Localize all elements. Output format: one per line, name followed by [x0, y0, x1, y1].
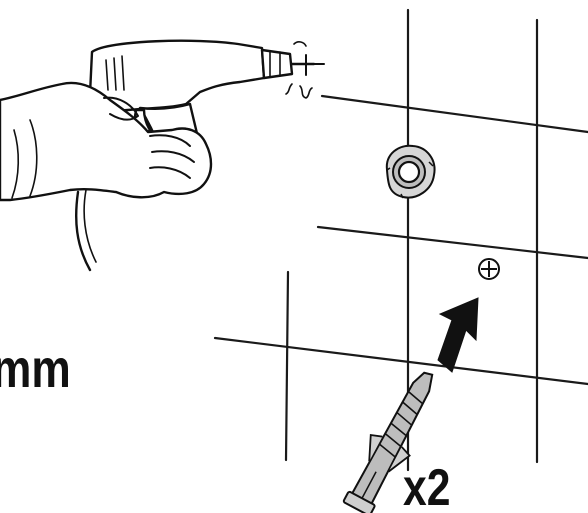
drill-point-mark-icon [478, 258, 500, 280]
wall-tile-grid [213, 8, 588, 472]
wall-plug-icon [342, 371, 434, 513]
insert-arrow-icon [437, 297, 479, 373]
quantity-label: x2 [403, 459, 451, 513]
drilled-hole-icon [385, 144, 436, 199]
tile-line-h2 [316, 225, 588, 260]
tile-line-v3 [284, 270, 290, 462]
drill-size-label: mm [0, 339, 71, 399]
power-drill-icon [0, 39, 325, 272]
tile-line-h3 [213, 336, 588, 386]
tile-line-h1 [320, 94, 588, 134]
